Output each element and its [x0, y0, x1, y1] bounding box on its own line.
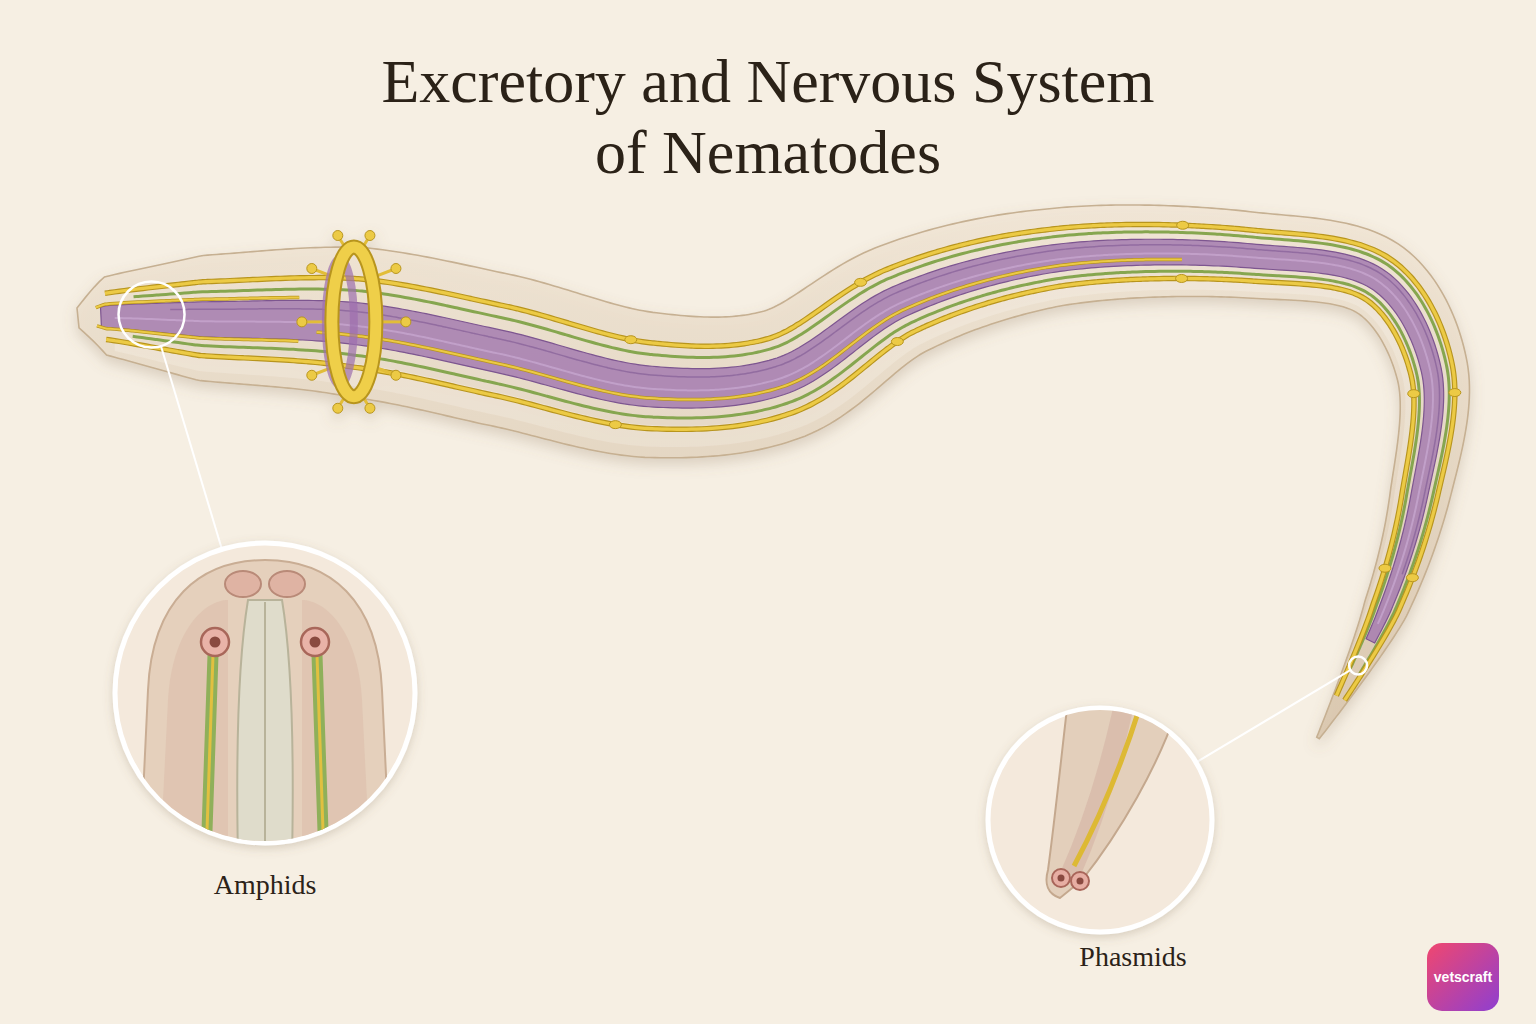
nerve-cord	[97, 326, 298, 341]
nerve-cord	[97, 326, 298, 341]
phasmid-inset	[1074, 700, 1142, 866]
ganglion	[297, 317, 307, 327]
nerve-ring	[297, 230, 411, 413]
phasmid-inset	[1052, 869, 1070, 887]
phasmid-inset	[1047, 700, 1181, 898]
amphid-inset	[206, 655, 213, 860]
amphid-inset	[115, 543, 415, 860]
amphid-inset	[264, 602, 266, 860]
phasmid-inset	[1077, 878, 1084, 885]
ganglion	[333, 230, 343, 240]
ganglion	[365, 230, 375, 240]
amphid-inset	[140, 560, 390, 860]
ganglion	[391, 370, 401, 380]
amphid-inset	[201, 628, 229, 656]
ganglion	[1176, 274, 1188, 282]
ganglion	[1177, 221, 1189, 229]
amphid-inset	[210, 637, 221, 648]
amphid-inset	[225, 571, 261, 597]
amphid-inset	[237, 600, 292, 860]
ganglion	[307, 263, 317, 273]
ganglion	[401, 317, 411, 327]
ganglion	[307, 370, 317, 380]
diagram-title: Excretory and Nervous System of Nematode…	[377, 46, 1158, 189]
amphid-inset	[140, 560, 390, 860]
amphid-inset	[206, 655, 213, 860]
amphid-inset	[269, 571, 305, 597]
phasmid-inset	[1047, 700, 1181, 898]
nerve-cord	[105, 224, 1455, 700]
nerve-ring	[332, 247, 376, 397]
zoom-marker	[119, 282, 185, 348]
phasmid-inset	[1070, 700, 1125, 875]
zoom-marker	[1349, 657, 1367, 675]
ganglion	[1406, 574, 1418, 582]
ganglion	[891, 338, 903, 346]
ganglion	[625, 336, 637, 344]
nerve-cord	[105, 224, 1455, 700]
ganglion	[391, 263, 401, 273]
ganglion	[333, 403, 343, 413]
ganglion	[855, 278, 867, 286]
ganglion	[1449, 389, 1461, 397]
amphid-inset	[310, 637, 321, 648]
watermark: vetscraft	[1434, 969, 1492, 986]
ganglion	[1379, 564, 1391, 572]
amphid-inset	[160, 600, 228, 860]
phasmid-inset	[1071, 872, 1089, 890]
ganglion	[1408, 390, 1420, 398]
logo-badge	[1427, 943, 1499, 1011]
leader-line	[161, 346, 222, 549]
ganglion	[609, 421, 621, 429]
nerve-cord	[96, 298, 299, 308]
amphid-inset	[301, 628, 329, 656]
phasmid-inset	[1058, 875, 1065, 882]
nerve-cord	[317, 259, 1182, 399]
amphid-inset	[317, 655, 324, 860]
leader-line	[1196, 670, 1350, 762]
part-label: Phasmids	[1079, 940, 1186, 974]
phasmid-inset	[988, 700, 1212, 932]
nerve-cord	[96, 298, 299, 308]
nerve-cord	[317, 259, 1182, 399]
amphid-inset	[317, 655, 324, 860]
part-label: Amphids	[214, 868, 317, 902]
nerve-ring	[332, 247, 376, 397]
ganglion	[365, 403, 375, 413]
intestine	[101, 239, 1444, 643]
amphid-inset	[302, 600, 370, 860]
